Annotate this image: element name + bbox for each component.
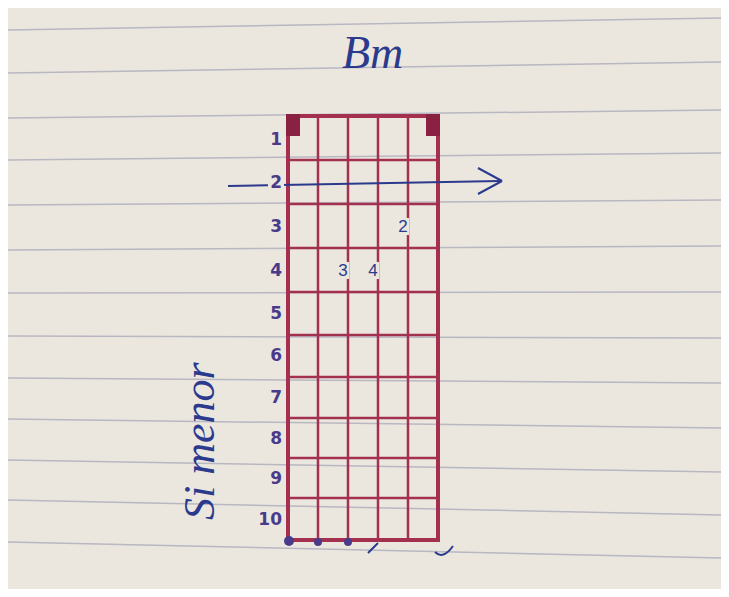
finger-number: 4 (367, 262, 378, 279)
finger-number: 2 (397, 218, 408, 235)
fret-number: 2 (268, 174, 284, 191)
ruled-lines (8, 18, 721, 558)
corner-mark (286, 114, 300, 136)
frets (288, 160, 438, 498)
fret-number: 10 (256, 511, 284, 528)
strings (318, 116, 408, 540)
fret-number: 8 (268, 430, 284, 447)
corner-mark (426, 114, 440, 136)
fret-number: 5 (268, 305, 284, 322)
chord-name: Bm (342, 30, 403, 76)
fret-number: 1 (268, 131, 284, 148)
string-end-dots (284, 536, 352, 546)
finger-number: 3 (337, 262, 348, 279)
fret-number: 7 (268, 389, 284, 406)
fretboard (288, 116, 438, 540)
barre-line (228, 168, 502, 555)
fret-number: 6 (268, 347, 284, 364)
fret-number: 4 (268, 262, 284, 279)
paper-ground (8, 8, 721, 589)
fret-number: 3 (268, 218, 284, 235)
fret-number: 9 (268, 470, 284, 487)
chord-name-spanish: Si menor (178, 362, 222, 520)
